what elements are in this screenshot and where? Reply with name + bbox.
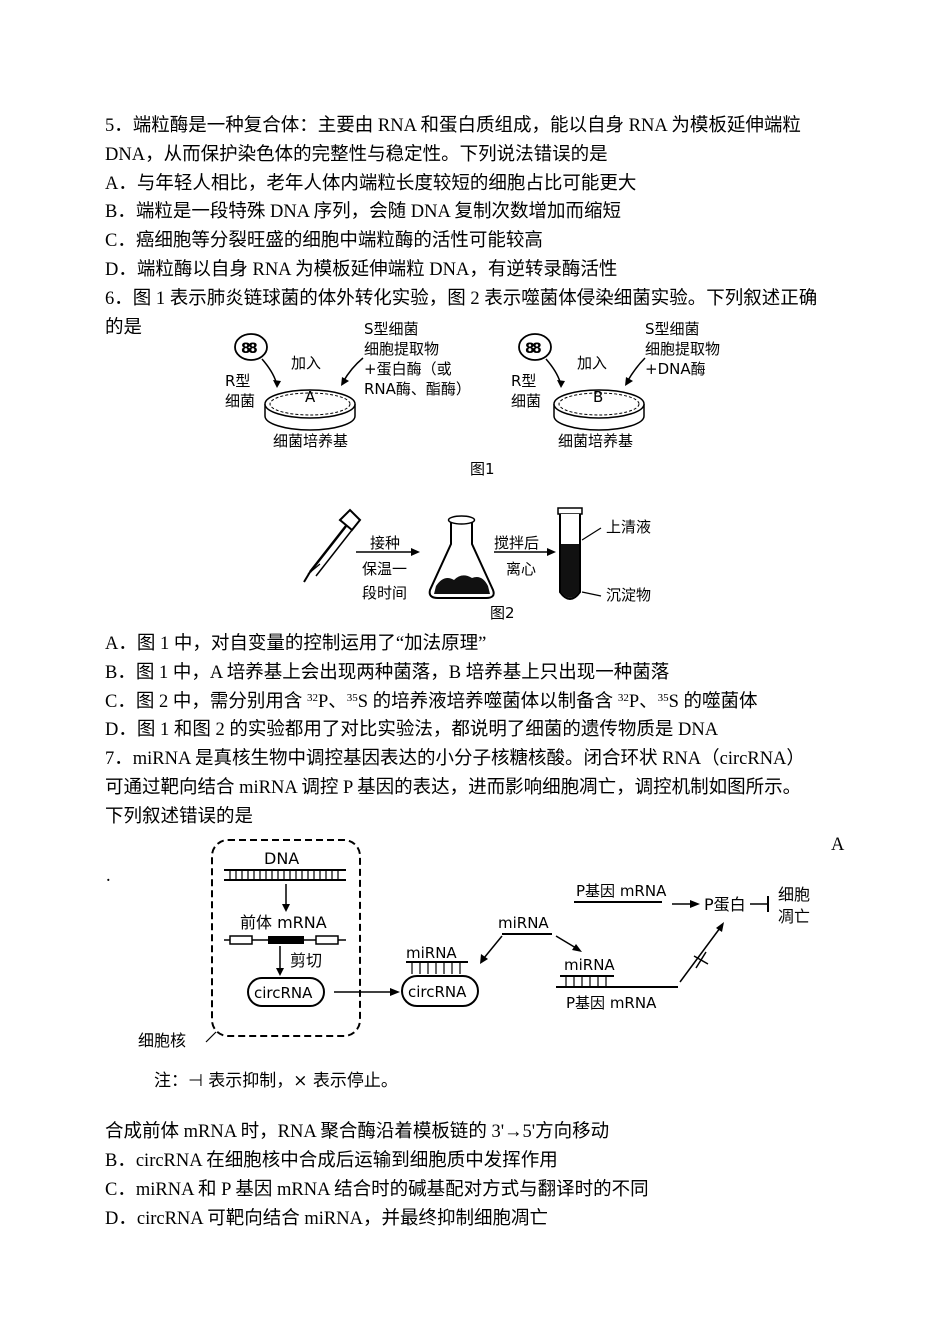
r-label-right-2: 细菌 — [511, 392, 541, 410]
mirna-bound-strand — [406, 961, 468, 974]
q6-stem-line2: 的是 — [105, 318, 143, 338]
dish-b-group: 8 8 R型 细菌 加入 B S型细菌 细胞提取物 +DNA酶 细菌培养基 — [511, 320, 720, 450]
figure-note: 注：⊣ 表示抑制，× 表示停止。 — [154, 1071, 398, 1091]
mirna-bound-label: miRNA — [406, 944, 457, 962]
flask-icon — [428, 515, 495, 599]
step2-label-2: 离心 — [506, 560, 536, 578]
pre-mrna-label: 前体 mRNA — [240, 913, 327, 932]
dish-a-rim — [264, 389, 356, 419]
q7-stem-line1: 7．miRNA 是真核生物中调控基因表达的小分子核糖核酸。闭合环状 RNA（ci… — [105, 749, 805, 769]
mirna-p-mrna-duplex — [556, 975, 678, 988]
q7-option-c: C．miRNA 和 P 基因 mRNA 结合时的碱基配对方式与翻译时的不同 — [105, 1180, 649, 1200]
q5-option-b: B．端粒是一段特殊 DNA 序列，会随 DNA 复制次数增加而缩短 — [105, 202, 621, 222]
svg-text:8: 8 — [241, 341, 251, 357]
svg-text:8: 8 — [532, 341, 542, 357]
s-extract-left-2: 细胞提取物 — [364, 340, 439, 358]
dish-a-label: A — [305, 388, 316, 406]
figure-1-transformation-experiment: 8 8 R型 细菌 加入 A S型细菌 细胞提取物 +蛋白酶（或 RNA酶、酯酶… — [225, 320, 720, 478]
q7-stem-line3: 下列叙述错误的是 — [105, 807, 254, 827]
q6-option-d: D．图 1 和图 2 的实验都用了对比实验法，都说明了细菌的遗传物质是 DNA — [105, 720, 719, 740]
q6-option-a: A．图 1 中，对自变量的控制运用了“加法原理” — [105, 634, 487, 654]
s-extract-left-1: S型细菌 — [364, 320, 419, 338]
r-bacteria-cell-icon — [518, 333, 552, 361]
figure-1-caption: 图1 — [470, 460, 495, 478]
q5-stem-line2: DNA，从而保护染色体的完整性与稳定性。下列说法错误的是 — [105, 145, 608, 165]
q5-option-d: D．端粒酶以自身 RNA 为模板延伸端粒 DNA，有逆转录酶活性 — [105, 260, 618, 280]
s-extract-left-4: RNA酶、酯酶） — [364, 380, 471, 398]
r-bacteria-cell-icon — [234, 333, 268, 361]
mirna-p-label: miRNA — [564, 956, 615, 974]
figure-2-caption: 图2 — [490, 604, 515, 622]
circrna-in-nucleus — [247, 977, 325, 1007]
q5-option-a: A．与年轻人相比，老年人体内端粒长度较短的细胞占比可能更大 — [105, 174, 637, 194]
q7-option-a-text: 合成前体 mRNA 时，RNA 聚合酶沿着模板链的 3'→5'方向移动 — [105, 1122, 610, 1142]
centrifuge-tube-icon — [557, 507, 583, 600]
circrna-label: circRNA — [254, 984, 313, 1002]
p-mrna-top-label: P基因 mRNA — [576, 882, 667, 900]
svg-text:8: 8 — [248, 341, 258, 357]
medium-label-right: 细菌培养基 — [558, 432, 633, 450]
dna-label: DNA — [264, 849, 299, 868]
p-mrna-bottom-label: P基因 mRNA — [566, 994, 657, 1012]
step1-label-2: 保温一 — [362, 560, 407, 578]
r-label-left-1: R型 — [225, 372, 250, 390]
stop-cross-icon — [693, 951, 709, 969]
q7-option-b: B．circRNA 在细胞核中合成后运输到细胞质中发挥作用 — [105, 1151, 558, 1171]
figure-circrna-regulation: DNA 前体 mRNA 剪切 circRNA 细胞核 miRNA circRNA… — [138, 839, 810, 1091]
s-extract-right-2: 细胞提取物 — [645, 340, 720, 358]
inoculation-loop-icon — [303, 508, 362, 583]
step2-label-1: 搅拌后 — [494, 534, 539, 552]
step1-label-1: 接种 — [370, 534, 400, 552]
pre-mrna-strand — [224, 935, 346, 945]
dna-double-strand — [224, 869, 346, 881]
nucleus-boundary — [211, 839, 361, 1037]
q7-option-a-dot: . — [106, 866, 111, 886]
q6-option-b: B．图 1 中，A 培养基上会出现两种菌落，B 培养基上只出现一种菌落 — [105, 663, 670, 683]
s-extract-right-3: +DNA酶 — [645, 360, 706, 378]
q6-stem-line1: 6．图 1 表示肺炎链球菌的体外转化实验，图 2 表示噬菌体侵染细菌实验。下列叙… — [105, 289, 818, 309]
q6-option-c: C．图 2 中，需分别用含 32P、35S 的培养液培养噬菌体以制备含 32P、… — [105, 692, 758, 712]
apoptosis-label-1: 细胞 — [778, 885, 810, 904]
dish-b-rim — [553, 389, 645, 419]
r-label-left-2: 细菌 — [225, 392, 255, 410]
figure-2-phage-experiment: 接种 保温一 段时间 搅拌后 离心 上清液 沉淀物 图2 — [303, 507, 651, 622]
circrna-bound-label: circRNA — [408, 983, 467, 1001]
q7-option-d: D．circRNA 可靶向结合 miRNA，并最终抑制细胞凋亡 — [105, 1209, 548, 1229]
sediment-label: 沉淀物 — [606, 586, 651, 604]
q5-option-c: C．癌细胞等分裂旺盛的细胞中端粒酶的活性可能较高 — [105, 231, 543, 251]
supernatant-label: 上清液 — [606, 518, 651, 536]
s-extract-left-3: +蛋白酶（或 — [364, 360, 452, 378]
circrna-mirna-complex — [401, 975, 479, 1007]
nucleus-label: 细胞核 — [138, 1031, 186, 1050]
step1-label-3: 段时间 — [362, 584, 407, 602]
dish-b-label: B — [593, 388, 603, 406]
add-label-left: 加入 — [291, 354, 321, 372]
q5-stem-line1: 5．端粒酶是一种复合体：主要由 RNA 和蛋白质组成，能以自身 RNA 为模板延… — [105, 116, 801, 136]
cut-label: 剪切 — [290, 951, 322, 970]
mirna-mid-label: miRNA — [498, 914, 549, 932]
medium-label-left: 细菌培养基 — [273, 432, 348, 450]
r-label-right-1: R型 — [511, 372, 536, 390]
dish-a-group: 8 8 R型 细菌 加入 A S型细菌 细胞提取物 +蛋白酶（或 RNA酶、酯酶… — [225, 320, 471, 450]
add-label-right: 加入 — [577, 354, 607, 372]
q7-option-a-letter: A — [831, 835, 845, 855]
apoptosis-label-2: 凋亡 — [778, 907, 810, 926]
s-extract-right-1: S型细菌 — [645, 320, 700, 338]
q7-stem-line2: 可通过靶向结合 miRNA 调控 P 基因的表达，进而影响细胞凋亡，调控机制如图… — [105, 778, 802, 798]
p-protein-label: P蛋白 — [704, 895, 746, 914]
svg-text:8: 8 — [525, 341, 535, 357]
